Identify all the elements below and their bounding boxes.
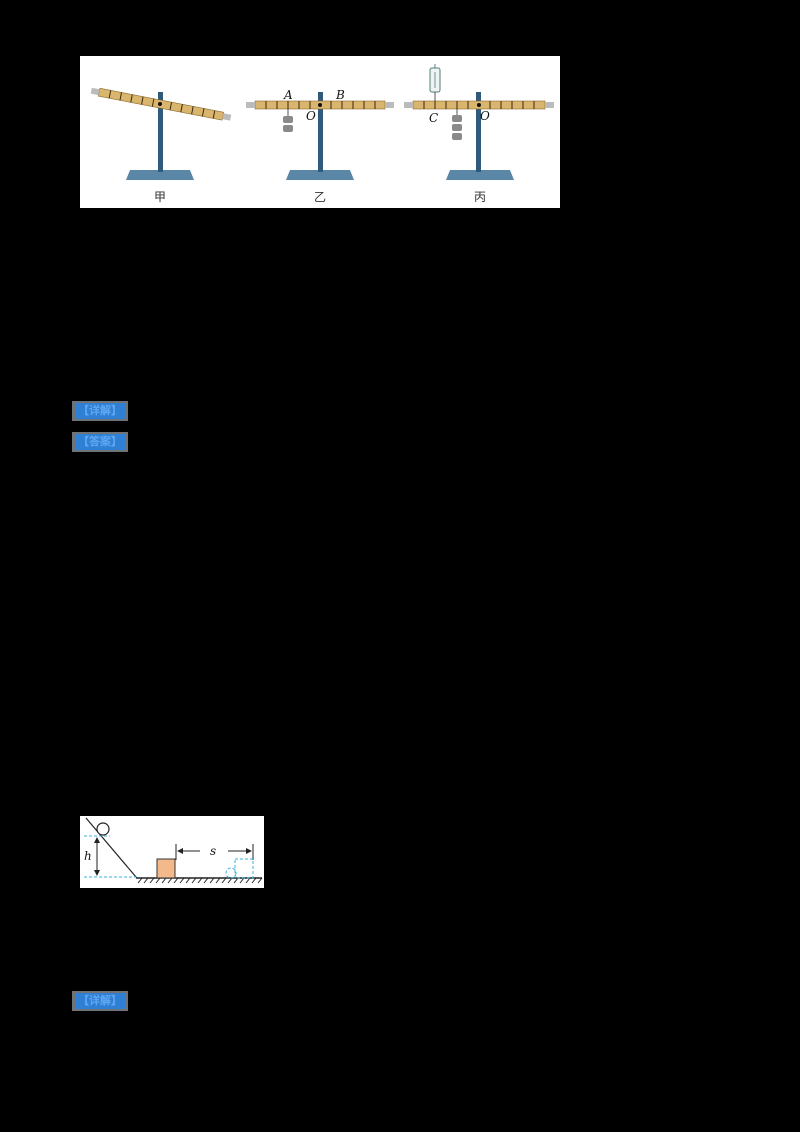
lever-with-spring-scale-illustration: C O [404,64,554,180]
answer-badge: 【答案】 [72,432,128,452]
lever-balance-figure: 甲 A B O 乙 [80,56,560,208]
caption-yi: 乙 [313,190,326,204]
caption-jia: 甲 [153,190,166,204]
explanation-badge: 【详解】 [72,401,128,421]
ball-icon [96,822,110,836]
label-point-a: A [283,88,293,102]
badge-label: 【详解】 [75,993,125,1009]
label-pivot-o: O [480,109,490,123]
explanation-badge-2: 【详解】 [72,991,128,1011]
label-point-b: B [335,88,345,102]
tilted-lever-illustration [90,87,232,180]
incline-collision-figure: h s [80,816,264,888]
lever-panel-yi: A B O 乙 [240,56,400,208]
lever-panel-jia: 甲 [80,56,240,208]
block-icon [156,858,176,879]
badge-label: 【详解】 [75,403,125,419]
label-distance-s: s [210,844,216,858]
label-height-h: h [84,849,92,863]
label-point-c: C [429,111,438,125]
ball-incline-block-illustration: h s [84,817,263,884]
balanced-lever-with-weights-illustration: A B O [246,88,394,180]
caption-bing: 丙 [473,190,486,204]
badge-label: 【答案】 [75,434,125,450]
lever-panel-bing: C O 丙 [400,56,560,208]
label-pivot-o: O [306,109,316,123]
